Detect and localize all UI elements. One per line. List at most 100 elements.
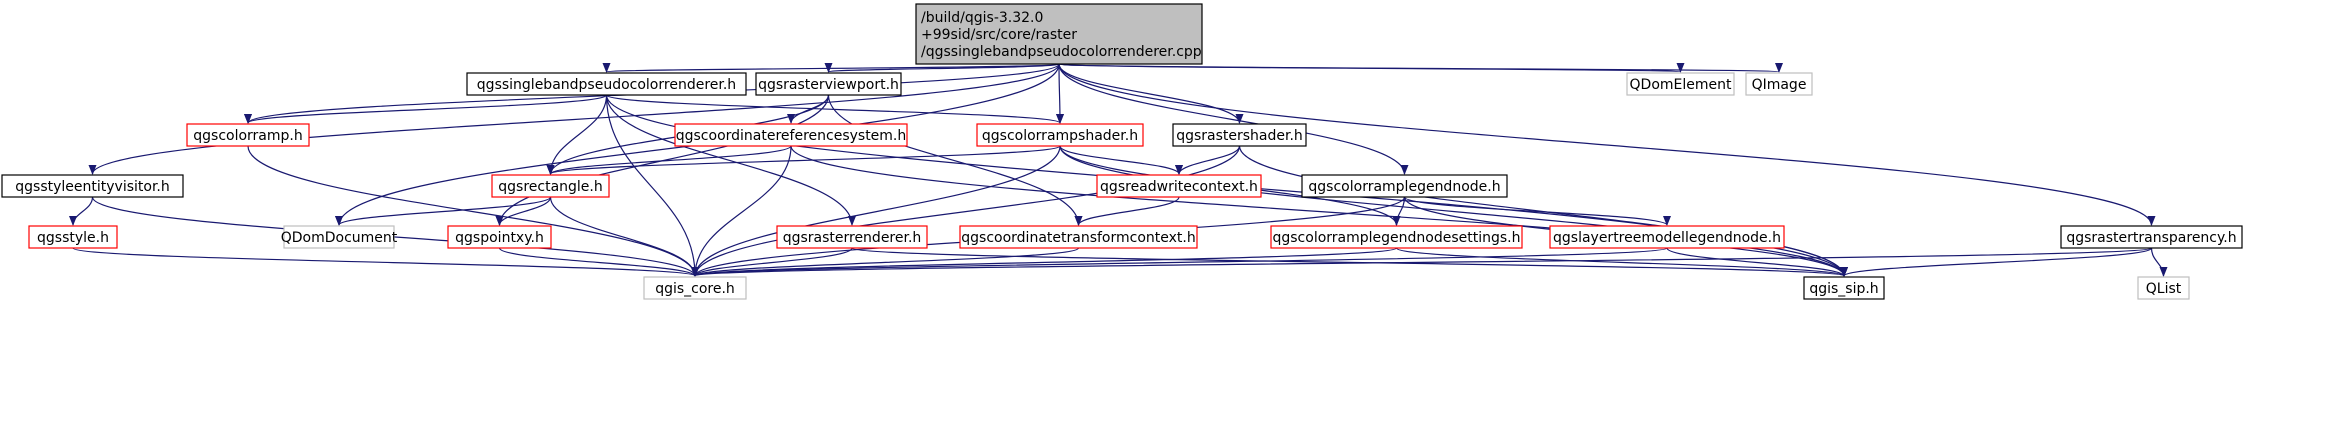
node-label: qgscolorramplegendnode.h xyxy=(1308,179,1500,195)
node-box xyxy=(1096,174,1262,198)
node-box xyxy=(1172,123,1307,147)
node-box xyxy=(674,123,908,147)
edge-qgsrastertransparency-h-to-qgis-sip-h xyxy=(1840,247,2153,277)
edge-root-to-qgsrasterviewport-h xyxy=(825,62,1060,73)
node-qlist: QList xyxy=(2137,276,2190,300)
node-label: qgscolorramp.h xyxy=(193,128,302,144)
node-qgslayertreemodellegendnode-h[interactable]: qgslayertreemodellegendnode.h xyxy=(1549,225,1785,249)
edge-qgsrasterrenderer-h-to-qgis-core-h xyxy=(691,247,853,277)
edge-qgsrasterviewport-h-to-qgscoordinatetransformcontext-h xyxy=(827,94,1083,226)
edge-qgsrastershader-h-to-qgis-core-h xyxy=(691,145,1241,277)
node-qgsrastertransparency-h[interactable]: qgsrastertransparency.h xyxy=(2060,225,2243,249)
edge-qgsstyle-h-to-qgis-core-h xyxy=(72,247,699,277)
node-box xyxy=(1626,72,1735,96)
edge-qgscolorrampshader-h-to-qgis-core-h xyxy=(691,145,1061,277)
node-box xyxy=(976,123,1144,147)
node-label: qgslayertreemodellegendnode.h xyxy=(1553,230,1781,246)
node-qgis-core-h: qgis_core.h xyxy=(643,276,747,300)
node-label: +99sid/src/core/raster xyxy=(921,27,1077,43)
node-label: qgsrectangle.h xyxy=(498,179,602,195)
node-box xyxy=(1270,225,1523,249)
node-qgscoordinatereferencesystem-h[interactable]: qgscoordinatereferencesystem.h xyxy=(674,123,908,147)
node-qgspointxy-h[interactable]: qgspointxy.h xyxy=(447,225,552,249)
edge-qgscoordinatereferencesystem-h-to-qgis-core-h xyxy=(691,145,792,277)
edge-qgsrastertransparency-h-to-qgis-core-h xyxy=(692,247,2153,277)
node-label: /qgssinglebandpseudocolorrenderer.cpp xyxy=(921,44,1202,60)
edge-qgslayertreemodellegendnode-h-to-qgis-core-h xyxy=(691,247,1668,277)
edge-qgssinglebandpseudocolorrenderer-h-to-qgsrectangle-h xyxy=(546,94,608,175)
node-box xyxy=(186,123,310,147)
edge-qgscoordinatereferencesystem-h-to-qgis-sip-h xyxy=(790,145,1848,277)
edge-qgscoordinatereferencesystem-h-to-qgsrectangle-h xyxy=(546,145,792,175)
edge-qgsstyleentityvisitor-h-to-qgsstyle-h xyxy=(69,196,94,226)
edge-qgsrastertransparency-h-to-qlist xyxy=(2150,247,2168,277)
node-box xyxy=(28,225,118,249)
edge-qgscolorramp-h-to-qgis-core-h xyxy=(247,145,699,277)
node-label: /build/qgis-3.32.0 xyxy=(921,10,1043,26)
edge-qgslayertreemodellegendnode-h-to-qgis-sip-h xyxy=(1666,247,1848,277)
edge-root-to-qgsstyleentityvisitor-h xyxy=(88,63,1060,175)
node-box xyxy=(447,225,552,249)
edge-qgssinglebandpseudocolorrenderer-h-to-qgsrasterrenderer-h xyxy=(605,94,856,226)
edge-qgscolorramplegendnodesettings-h-to-qgis-core-h xyxy=(691,247,1398,277)
edge-qgsrastershader-h-to-qgsreadwritecontext-h xyxy=(1175,145,1241,175)
edge-root-to-qgscolorrampshader-h xyxy=(1055,63,1064,124)
edge-qgscolorrampshader-h-to-qgsreadwritecontext-h xyxy=(1059,145,1183,175)
edge-qgsrastershader-h-to-qgis-sip-h xyxy=(1238,145,1848,277)
node-label: qgscolorramplegendnodesettings.h xyxy=(1272,230,1520,246)
node-qgsstyle-h[interactable]: qgsstyle.h xyxy=(28,225,118,249)
node-qgsreadwritecontext-h[interactable]: qgsreadwritecontext.h xyxy=(1096,174,1262,198)
edge-qgsrectangle-h-to-qdomdocument xyxy=(335,196,552,226)
node-qgsrectangle-h[interactable]: qgsrectangle.h xyxy=(491,174,610,198)
node-box xyxy=(1745,72,1813,96)
node-qdomelement: QDomElement xyxy=(1626,72,1735,96)
node-qgscolorrampshader-h[interactable]: qgscolorrampshader.h xyxy=(976,123,1144,147)
node-label: qgsrasterviewport.h xyxy=(758,77,899,93)
edge-qgsrectangle-h-to-qgspointxy-h xyxy=(495,196,552,226)
node-qgsrastershader-h[interactable]: qgsrastershader.h xyxy=(1172,123,1307,147)
node-qgsrasterrenderer-h[interactable]: qgsrasterrenderer.h xyxy=(776,225,928,249)
node-label: qgscolorrampshader.h xyxy=(982,128,1138,144)
edge-qgspointxy-h-to-qgis-core-h xyxy=(498,247,699,277)
node-label: QList xyxy=(2146,281,2182,297)
edge-qgscoordinatetransformcontext-h-to-qgis-core-h xyxy=(691,247,1080,277)
node-label: qgsrastertransparency.h xyxy=(2066,230,2236,246)
node-qgssinglebandpseudocolorrenderer-h[interactable]: qgssinglebandpseudocolorrenderer.h xyxy=(466,72,747,96)
node-label: QDomDocument xyxy=(281,230,398,246)
node-box xyxy=(491,174,610,198)
edges-layer xyxy=(69,62,2168,277)
node-label: qgsrasterrenderer.h xyxy=(783,230,922,246)
node-qgscoordinatetransformcontext-h[interactable]: qgscoordinatetransformcontext.h xyxy=(959,225,1198,249)
node-label: QDomElement xyxy=(1630,77,1732,93)
node-qimage: QImage xyxy=(1745,72,1813,96)
edge-qgssinglebandpseudocolorrenderer-h-to-qgis-core-h xyxy=(605,94,699,277)
node-qgis-sip-h[interactable]: qgis_sip.h xyxy=(1803,276,1885,300)
node-box xyxy=(643,276,747,300)
node-label: qgsstyleentityvisitor.h xyxy=(15,179,170,195)
edge-qgscolorramplegendnode-h-to-qgslayertreemodellegendnode-h xyxy=(1403,196,1671,226)
node-label: qgscoordinatetransformcontext.h xyxy=(961,230,1195,246)
node-label: qgis_core.h xyxy=(655,281,735,297)
node-box xyxy=(1,174,184,198)
node-qgscolorramplegendnode-h[interactable]: qgscolorramplegendnode.h xyxy=(1301,174,1508,198)
node-qgscolorramplegendnodesettings-h[interactable]: qgscolorramplegendnodesettings.h xyxy=(1270,225,1523,249)
node-box xyxy=(915,3,1203,65)
node-label: qgis_sip.h xyxy=(1809,281,1878,297)
edge-root-to-qgsrastershader-h xyxy=(1058,63,1244,124)
node-qgscolorramp-h[interactable]: qgscolorramp.h xyxy=(186,123,310,147)
node-label: qgsrastershader.h xyxy=(1176,128,1303,144)
node-root[interactable]: /build/qgis-3.32.0+99sid/src/core/raster… xyxy=(915,3,1203,65)
node-label: QImage xyxy=(1752,77,1807,93)
nodes-layer: /build/qgis-3.32.0+99sid/src/core/raster… xyxy=(1,3,2243,300)
edge-qgscolorrampshader-h-to-qgsrectangle-h xyxy=(546,145,1061,175)
edge-root-to-qgsrastertransparency-h xyxy=(1058,63,2156,226)
node-label: qgsreadwritecontext.h xyxy=(1100,179,1258,195)
edge-qgsrectangle-h-to-qgis-core-h xyxy=(549,196,699,277)
node-box xyxy=(2137,276,2190,300)
node-box xyxy=(1549,225,1785,249)
node-box xyxy=(2060,225,2243,249)
node-qgsrasterviewport-h[interactable]: qgsrasterviewport.h xyxy=(755,72,902,96)
node-qgsstyleentityvisitor-h[interactable]: qgsstyleentityvisitor.h xyxy=(1,174,184,198)
node-box xyxy=(283,225,395,249)
